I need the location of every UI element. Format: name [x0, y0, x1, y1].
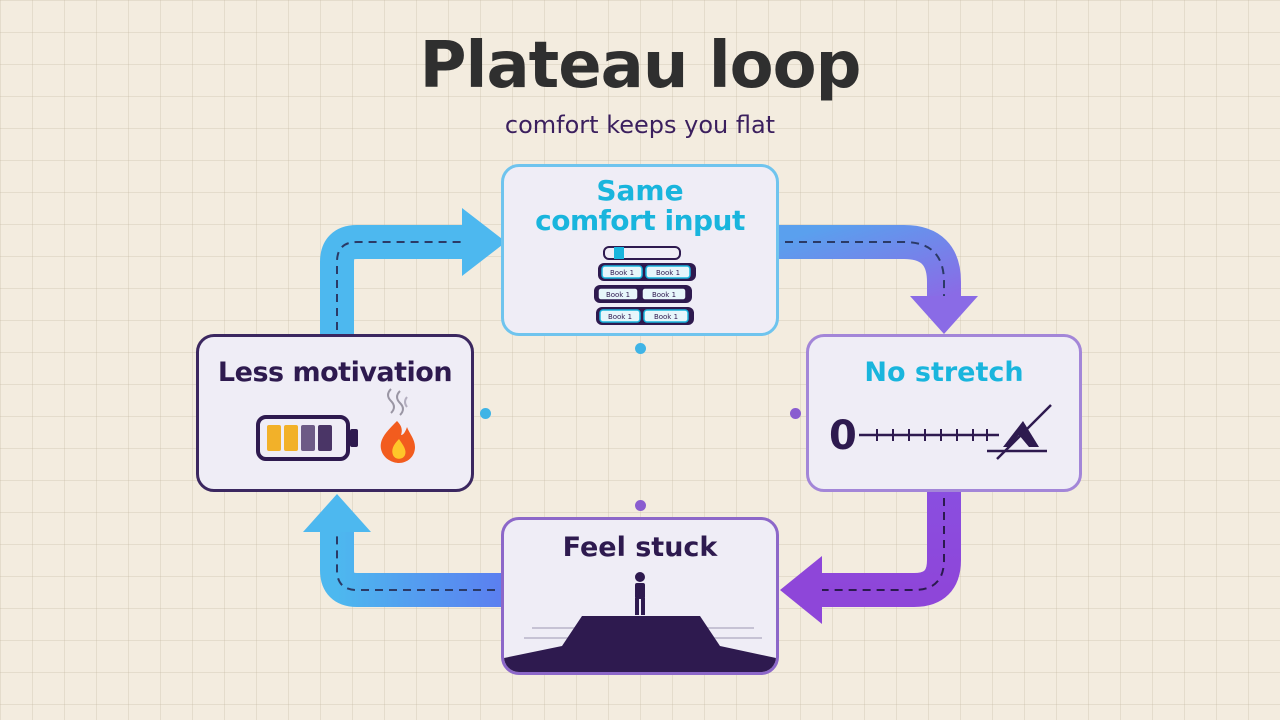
fire-icon	[380, 388, 415, 463]
book-label: Book 1	[656, 269, 680, 277]
step-no-stretch: No stretch 0	[806, 334, 1082, 492]
book-label: Book 1	[608, 313, 632, 321]
step-label: No stretch	[864, 357, 1024, 388]
book-label: Book 1	[606, 291, 630, 299]
center-dot-left	[480, 408, 491, 419]
plateau-person-icon	[504, 572, 776, 672]
flat-scale-icon: 0	[829, 404, 1052, 460]
arrow-bottom-to-left	[303, 494, 501, 607]
step-same-comfort-input: Same comfort input Book 1 Book 1 Book 1 …	[501, 164, 779, 336]
arrow-right-to-bottom	[780, 492, 961, 624]
step-less-motivation: Less motivation	[196, 334, 474, 492]
step-label: Feel stuck	[562, 532, 718, 563]
page-subtitle: comfort keeps you flat	[504, 111, 776, 139]
book-stack-icon: Book 1 Book 1 Book 1 Book 1 Book 1 Book …	[594, 246, 696, 325]
page-title: Plateau loop	[419, 29, 862, 103]
center-dot-top	[635, 343, 646, 354]
step-label: Less motivation	[217, 357, 453, 388]
center-dot-bottom	[635, 500, 646, 511]
arrow-left-to-top	[320, 208, 506, 336]
step-label-line2: comfort input	[535, 204, 745, 237]
book-label: Book 1	[654, 313, 678, 321]
arrow-top-to-right	[779, 225, 978, 334]
center-dot-right	[790, 408, 801, 419]
step-label-line1: Same	[596, 174, 684, 207]
book-label: Book 1	[610, 269, 634, 277]
zero-label: 0	[829, 413, 857, 459]
low-battery-icon	[256, 415, 358, 461]
book-label: Book 1	[652, 291, 676, 299]
step-feel-stuck: Feel stuck	[501, 517, 779, 675]
